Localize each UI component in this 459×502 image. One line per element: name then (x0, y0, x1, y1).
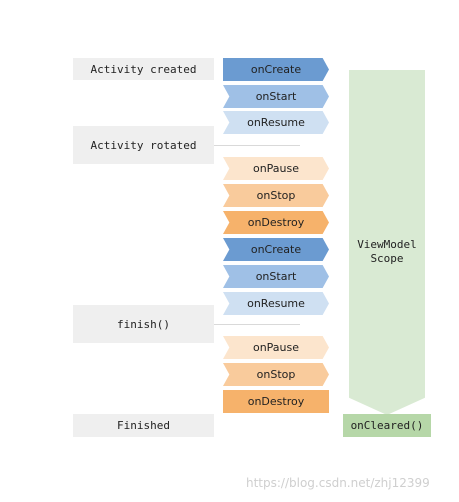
scope-line-2: Scope (370, 252, 404, 265)
oncleared-box: onCleared() (343, 414, 431, 437)
callback-onstop-2: onStop (223, 363, 329, 386)
callback-ondestroy-1: onDestroy (223, 211, 329, 234)
state-activity-created: Activity created (73, 58, 214, 80)
state-finished: Finished (73, 414, 214, 437)
divider-rotated (214, 145, 300, 146)
callback-onstop-1: onStop (223, 184, 329, 207)
viewmodel-scope-label: ViewModel Scope (349, 238, 425, 266)
watermark-text: https://blog.csdn.net/zhj12399 (246, 476, 430, 490)
divider-finish (214, 324, 300, 325)
callback-ondestroy-2: onDestroy (223, 390, 329, 413)
callback-onresume-2: onResume (223, 292, 329, 315)
viewmodel-scope-bar (349, 70, 425, 415)
callback-onstart-2: onStart (223, 265, 329, 288)
state-activity-rotated: Activity rotated (73, 126, 214, 164)
callback-onresume-1: onResume (223, 111, 329, 134)
callback-oncreate-2: onCreate (223, 238, 329, 261)
state-finish: finish() (73, 305, 214, 343)
scope-line-1: ViewModel (357, 238, 417, 251)
callback-onpause-2: onPause (223, 336, 329, 359)
callback-oncreate-1: onCreate (223, 58, 329, 81)
callback-onstart-1: onStart (223, 85, 329, 108)
callback-onpause-1: onPause (223, 157, 329, 180)
